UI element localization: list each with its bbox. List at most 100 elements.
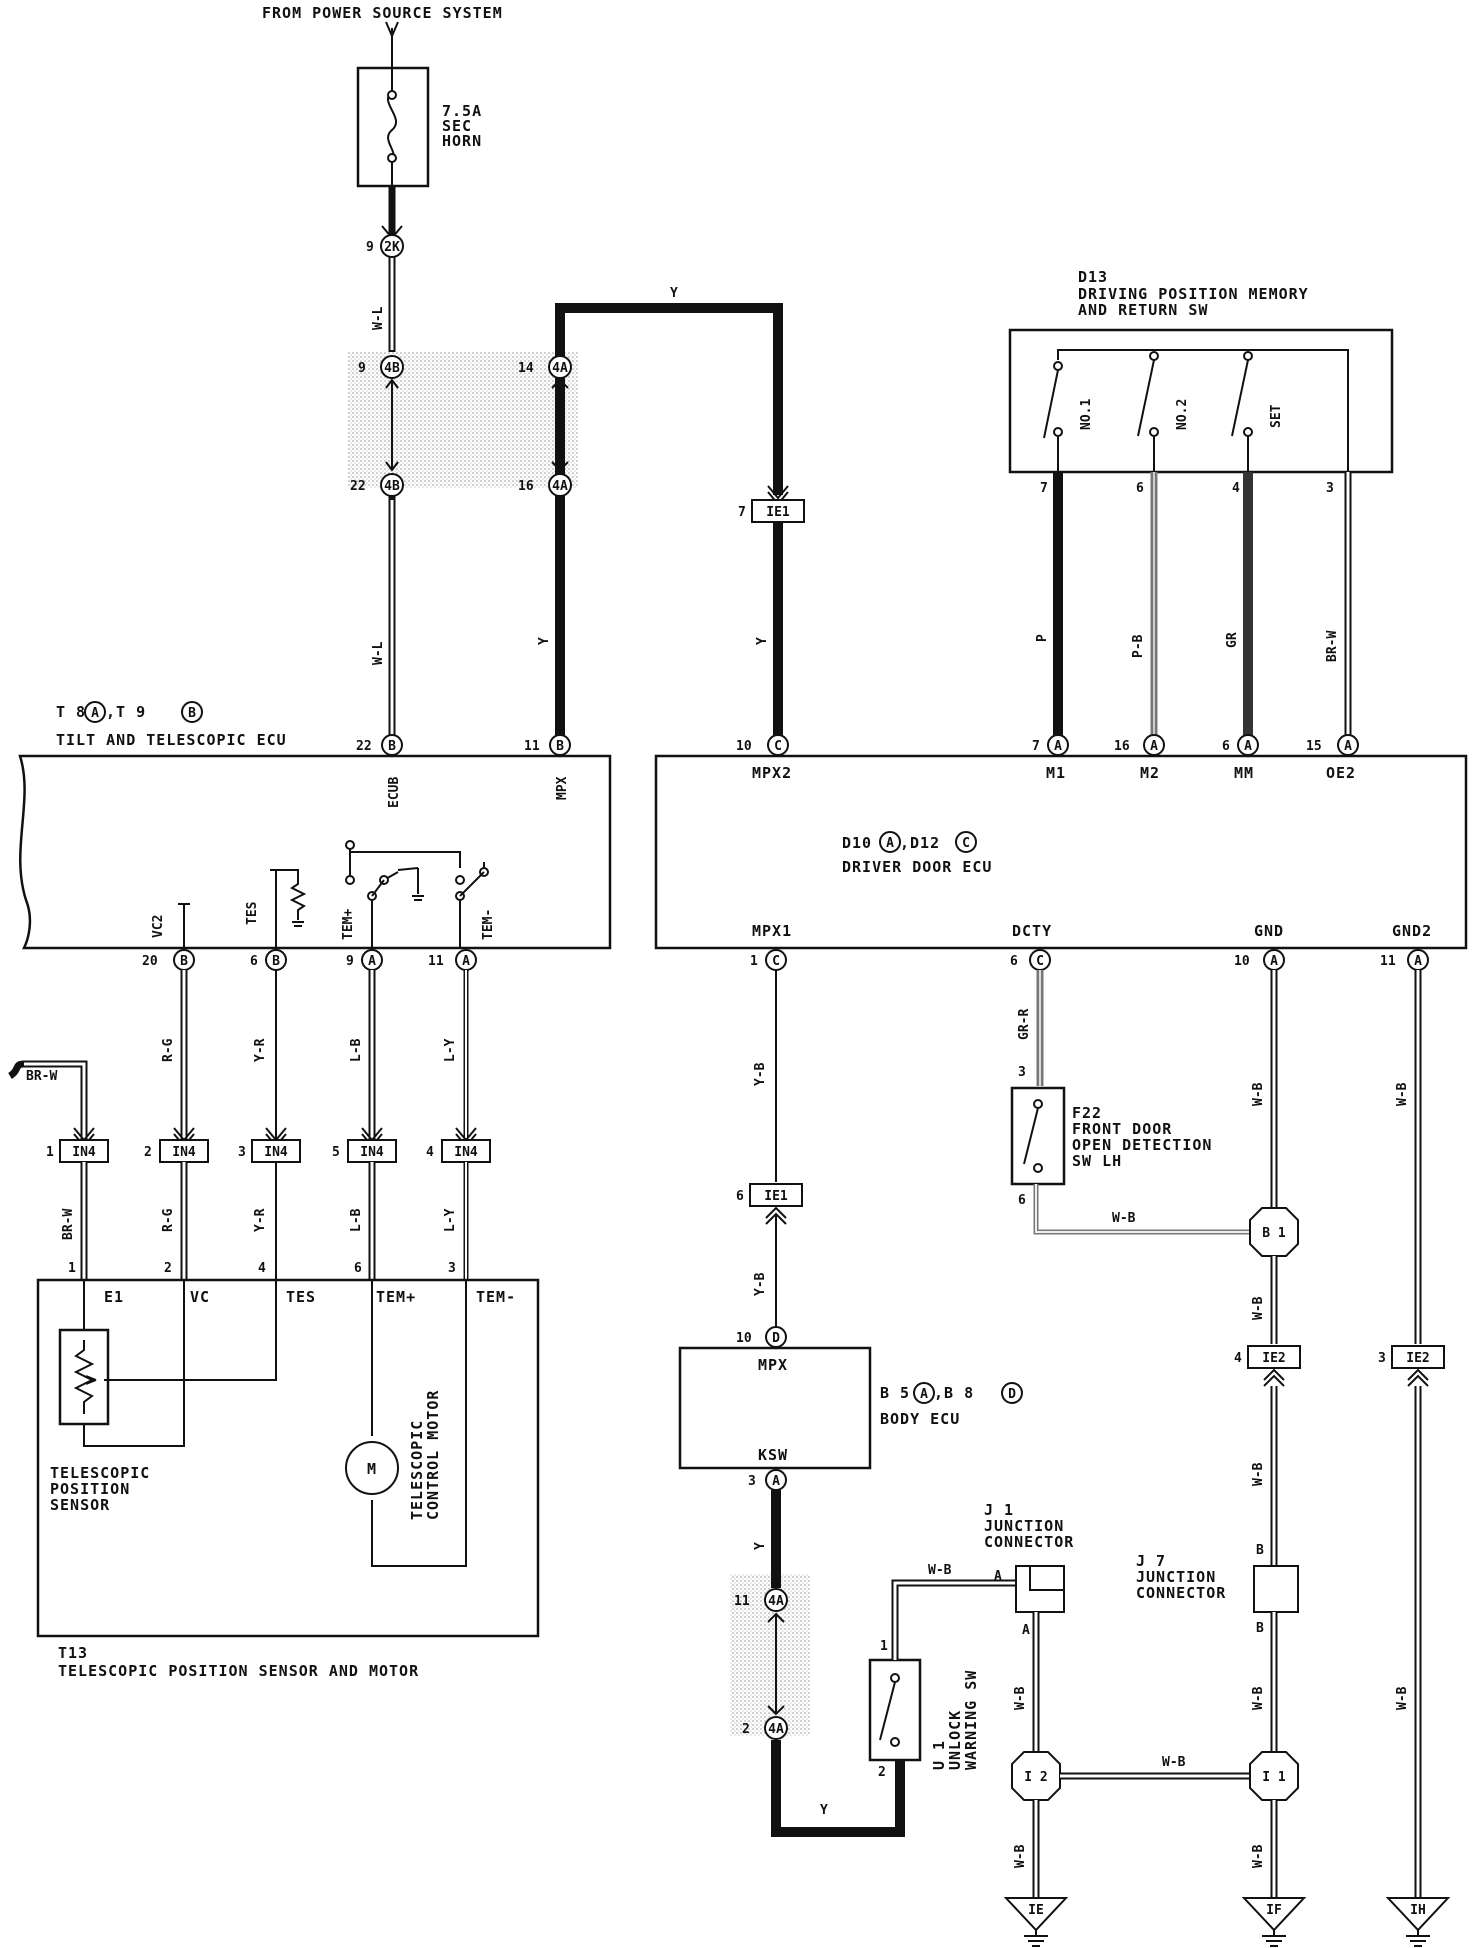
- sw-set-label: SET: [1269, 404, 1284, 428]
- connector-4b-top-label: 4B: [384, 361, 400, 376]
- door-ecu-conn-c: [955, 831, 977, 853]
- u1-name-1: UNLOCK: [946, 1710, 964, 1770]
- j1-name-2: CONNECTOR: [984, 1533, 1074, 1551]
- door-ecu-conn-a: [879, 831, 901, 853]
- pin-10-gnd: 10: [1234, 954, 1250, 969]
- wire-label-yr-t13: Y-R: [253, 1208, 268, 1232]
- d13-id: D13: [1078, 268, 1108, 286]
- pin-11-tem: 11: [428, 954, 444, 969]
- wire-label-brw-t13: BR-W: [61, 1209, 76, 1240]
- door-ecu-id: D10: [842, 834, 872, 852]
- wire-label-wb-gnd: W-B: [1251, 1082, 1266, 1106]
- wire-wb-u1: [891, 1579, 1016, 1660]
- door-pin-mpx2-label: C: [774, 739, 782, 754]
- pin-2-in4: 2: [144, 1145, 152, 1160]
- door-pin-oe2-label: A: [1344, 739, 1352, 754]
- j7-pin-b-bottom: B: [1256, 1621, 1264, 1636]
- ground-ih-icon: [1406, 1930, 1430, 1947]
- ground-ie-icon: [1024, 1930, 1048, 1947]
- wire-label-y-top: Y: [670, 286, 678, 301]
- term-mpx1: MPX1: [752, 922, 792, 940]
- pin-22-ecub: 22: [356, 739, 372, 754]
- tilt-ecu-name: TILT AND TELESCOPIC ECU: [56, 731, 287, 749]
- pin-3-ksw: 3: [748, 1474, 756, 1489]
- wire-label-wb-u1: W-B: [928, 1563, 952, 1578]
- wire-wb-f22-inner: [1035, 1184, 1252, 1233]
- door-ecu-id-2: ,D12: [900, 834, 940, 852]
- pin-10-body: 10: [736, 1331, 752, 1346]
- t13-id: T13: [58, 1644, 88, 1662]
- body-pin-mpx-label: D: [772, 1331, 780, 1346]
- tem-relay-wiring: [349, 842, 485, 901]
- body-ecu-id-2: ,B 8: [934, 1384, 974, 1402]
- motor-m-label: M: [367, 1460, 377, 1478]
- arrow-4a: [551, 378, 569, 472]
- pin-16-m2: 16: [1114, 739, 1130, 754]
- pin-7-m1: 7: [1032, 739, 1040, 754]
- tem-relay-c1: [345, 875, 355, 885]
- fuse-terminal-top: [387, 90, 397, 100]
- d13-switch-box: [1008, 328, 1394, 474]
- body-ecu-box: [678, 1346, 872, 1470]
- tem-relay-c4: [455, 875, 465, 885]
- arrow-ie2-left: [1263, 1368, 1285, 1387]
- pin-3-d13: 3: [1326, 481, 1334, 496]
- connector-4a-top: [548, 355, 572, 379]
- sw-no2-bottom: [1149, 427, 1159, 437]
- ground-ie-label: IE: [1028, 1903, 1044, 1918]
- wire-y-ksw: [771, 1490, 905, 1837]
- pin-4-t13: 4: [258, 1261, 266, 1276]
- connector-in4-5-label: IN4: [360, 1145, 384, 1160]
- u1-name-2: WARNING SW: [962, 1670, 980, 1770]
- body-ecu-id: B 5: [880, 1384, 910, 1402]
- f22-id: F22: [1072, 1104, 1102, 1122]
- j7-pin-b-top: B: [1256, 1543, 1264, 1558]
- fuse-rating: 7.5A: [442, 102, 482, 120]
- motor-wiring: [371, 1280, 467, 1567]
- door-pin-mpx1-label: C: [772, 954, 780, 969]
- tilt-pin-mpx-label: B: [556, 739, 564, 754]
- sw-no2-label: NO.2: [1175, 399, 1190, 430]
- fuse-terminal-bottom: [387, 153, 397, 163]
- sw-no1-bottom: [1053, 427, 1063, 437]
- pin-4-in4: 4: [426, 1145, 434, 1160]
- pin-11-4a: 11: [734, 1594, 750, 1609]
- pin-6-t13: 6: [354, 1261, 362, 1276]
- junction-i1-label: I 1: [1262, 1770, 1286, 1785]
- connector-in4-3-label: IN4: [264, 1145, 288, 1160]
- j1-pin-a-top: A: [994, 1569, 1002, 1584]
- sw-set-blade: [1231, 359, 1249, 437]
- sensor-name-3: SENSOR: [50, 1496, 110, 1514]
- pin-6-f22: 6: [1018, 1193, 1026, 1208]
- connector-2k: [380, 234, 404, 258]
- arrow-ie2-right: [1407, 1368, 1429, 1387]
- wire-label-y-bottom: Y: [820, 1803, 828, 1818]
- wire-label-wl-bottom: W-L: [371, 641, 386, 665]
- wire-label-lb: L-B: [349, 1038, 364, 1062]
- connector-ie1-top-label: IE1: [766, 505, 790, 520]
- tilt-ecu-conn-b: [181, 701, 203, 723]
- body-pin-ksw-label: A: [772, 1474, 780, 1489]
- u1-c2: [890, 1737, 900, 1747]
- term-m1: M1: [1046, 764, 1066, 782]
- arrow-4b: [385, 378, 399, 472]
- pin-1-u1: 1: [880, 1639, 888, 1654]
- f22-name-3: SW LH: [1072, 1152, 1122, 1170]
- j1-internal: [1029, 1566, 1064, 1591]
- tilt-pin-mpx: [549, 734, 571, 756]
- wire-label-y-ksw: Y: [753, 1542, 768, 1550]
- junction-b1: [1249, 1207, 1299, 1257]
- wire-label-pb: P-B: [1131, 634, 1146, 658]
- door-pin-gnd-label: A: [1270, 954, 1278, 969]
- power-arrow: [385, 21, 399, 68]
- term-gnd: GND: [1254, 922, 1284, 940]
- d13-bus: [1057, 349, 1349, 472]
- tilt-pin-vc2-label: B: [180, 954, 188, 969]
- f22-name-2: OPEN DETECTION: [1072, 1136, 1212, 1154]
- d13-name-1: DRIVING POSITION MEMORY: [1078, 285, 1309, 303]
- sw-no1-label: NO.1: [1079, 399, 1094, 430]
- door-pin-m2-label: A: [1150, 739, 1158, 754]
- f22-blade: [1023, 1107, 1039, 1165]
- pin-2-u1: 2: [878, 1765, 886, 1780]
